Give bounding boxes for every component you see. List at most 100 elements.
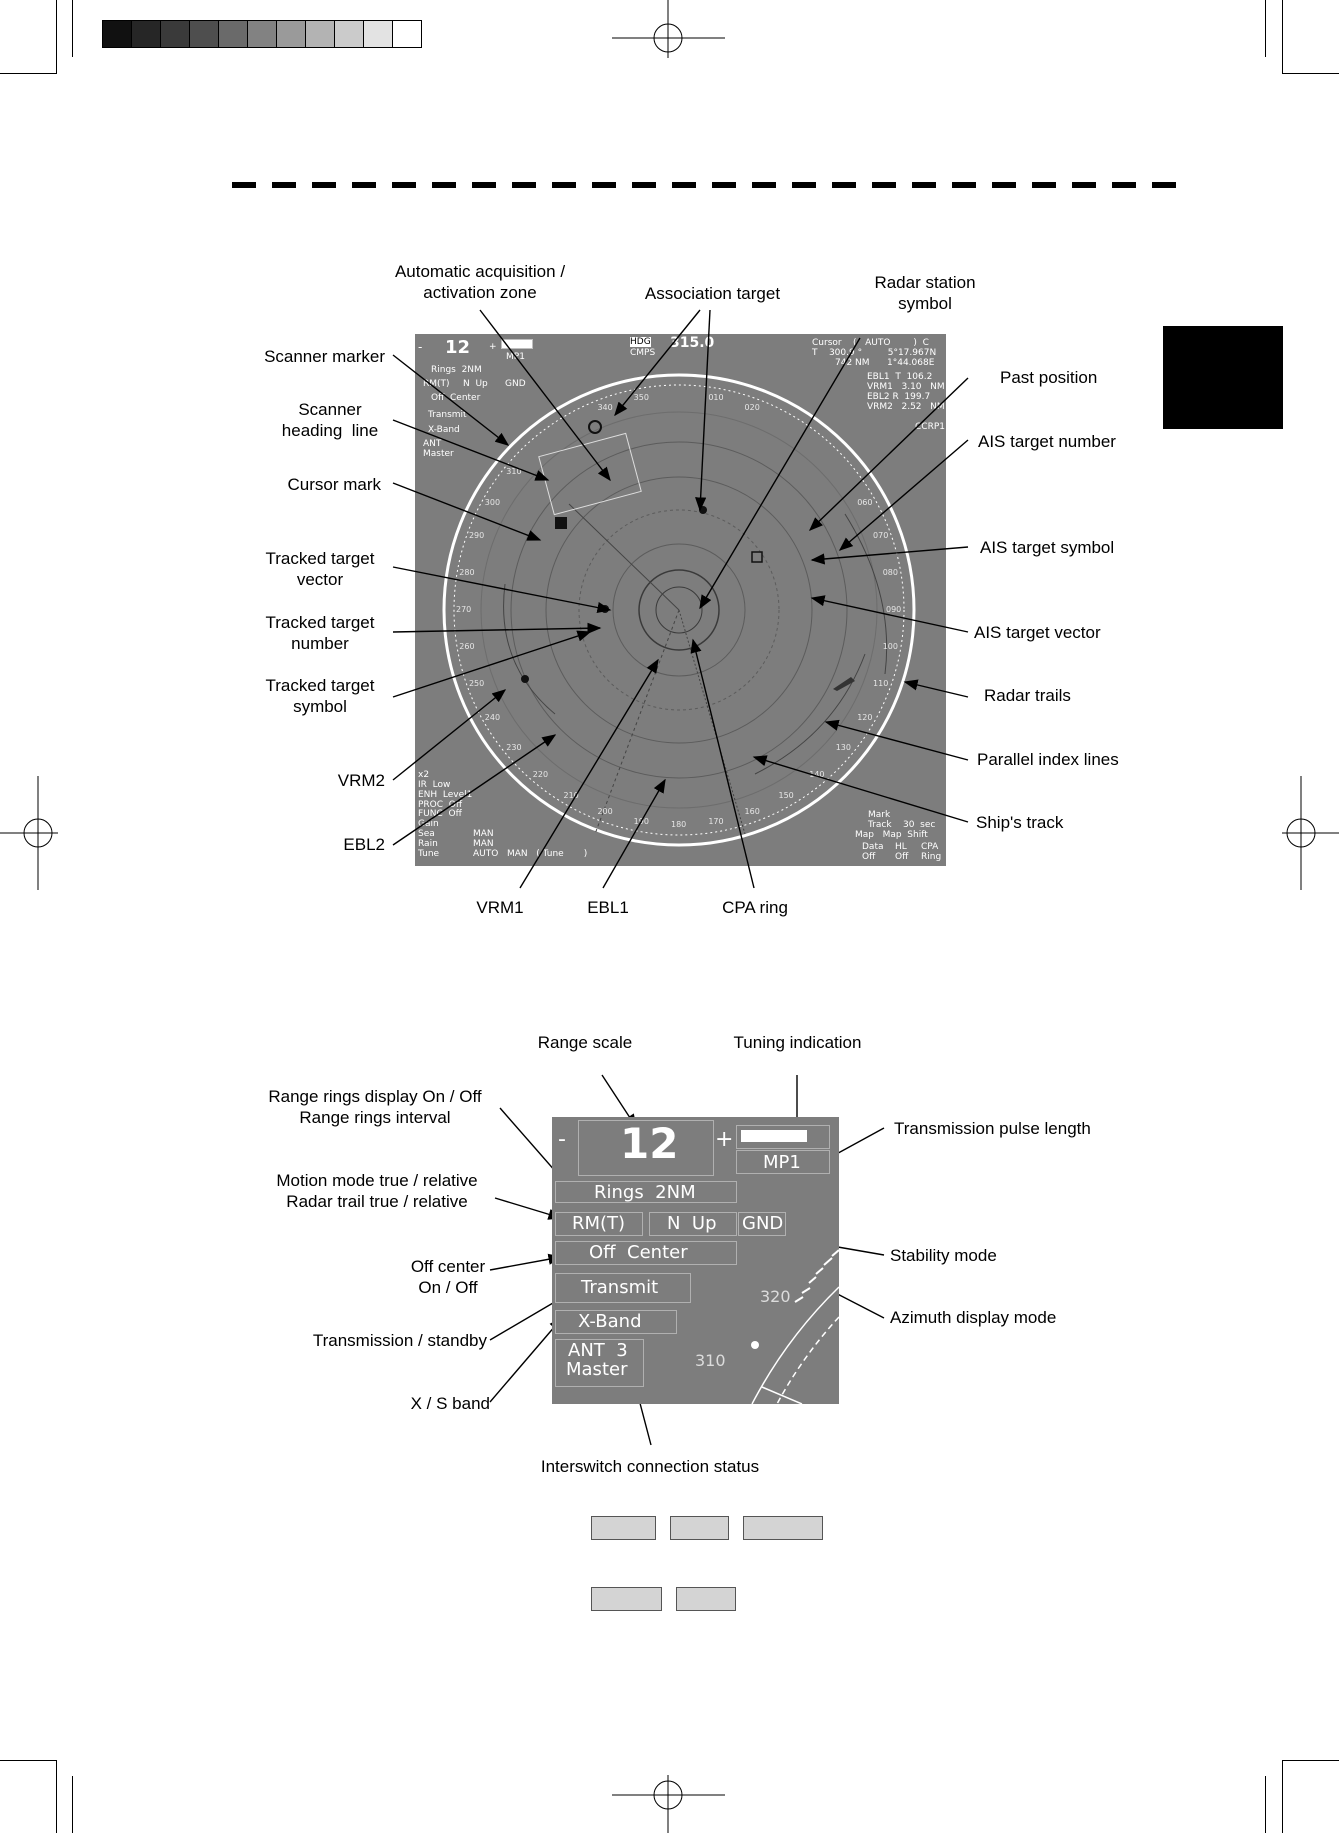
- bearing-label: 220: [532, 769, 549, 779]
- key-blank-4: [591, 1587, 662, 1611]
- bearing-label: 180: [671, 820, 687, 829]
- stability-mode[interactable]: GND: [505, 379, 526, 389]
- zoom-range-minus[interactable]: -: [558, 1127, 566, 1152]
- gain[interactable]: Gain: [418, 819, 439, 829]
- cpa-ring-button[interactable]: CPA Ring: [921, 842, 942, 862]
- label-stability-mode: Stability mode: [890, 1246, 997, 1265]
- rain[interactable]: Rain: [418, 839, 438, 849]
- tuning-box: [736, 1125, 830, 1149]
- zoom-pulse-length[interactable]: MP1: [763, 1152, 801, 1173]
- gray-swatch: [305, 21, 334, 47]
- track-button[interactable]: Track 30 sec: [868, 820, 936, 830]
- label-ais-target-vector: AIS target vector: [974, 623, 1101, 642]
- gray-swatch: [103, 21, 131, 47]
- grayscale-bar: [102, 20, 422, 48]
- enh[interactable]: ENH Level1: [418, 790, 473, 800]
- chapter-tab: [1163, 326, 1283, 429]
- mark-button[interactable]: Mark: [868, 810, 891, 820]
- zoom-azimuth-mode[interactable]: N Up: [667, 1213, 717, 1234]
- gray-swatch: [392, 21, 421, 47]
- label-vrm2: VRM2: [337, 771, 385, 790]
- label-off-center: Off center On / Off: [410, 1257, 486, 1297]
- zoom-off-center[interactable]: Off Center: [589, 1242, 688, 1263]
- gray-swatch: [189, 21, 218, 47]
- label-radar-station-symbol: Radar station symbol: [874, 273, 976, 313]
- label-cpa-ring: CPA ring: [722, 898, 788, 917]
- label-tuning-indication: Tuning indication: [733, 1033, 862, 1052]
- zoom-transmit[interactable]: Transmit: [581, 1277, 659, 1298]
- tune[interactable]: Tune: [418, 849, 440, 859]
- zoom-ant-line1[interactable]: ANT 3: [568, 1340, 628, 1361]
- hdg-label: HDG: [630, 337, 651, 347]
- label-tracked-target-number: Tracked target number: [265, 613, 375, 653]
- cursor-header[interactable]: Cursor ( AUTO ) C: [812, 338, 929, 348]
- ant-status[interactable]: ANT Master: [423, 439, 454, 459]
- label-motion-mode: Motion mode true / relative Radar trail …: [276, 1171, 478, 1211]
- label-xs-band: X / S band: [410, 1394, 490, 1413]
- range-rings[interactable]: Rings 2NM: [431, 365, 482, 375]
- label-vrm1: VRM1: [476, 898, 524, 917]
- azimuth-mode[interactable]: N Up: [463, 379, 488, 389]
- bearing-label: 150: [778, 791, 794, 801]
- range-scale[interactable]: 12: [445, 337, 471, 358]
- bearing-label: 130: [835, 743, 851, 753]
- range-minus[interactable]: -: [418, 340, 423, 354]
- band-box: [555, 1310, 677, 1334]
- label-radar-trails: Radar trails: [984, 686, 1071, 705]
- gray-swatch: [334, 21, 363, 47]
- zoom-ant-line2[interactable]: Master: [566, 1359, 628, 1380]
- label-ais-target-number: AIS target number: [978, 432, 1116, 451]
- label-past-position: Past position: [1000, 368, 1098, 387]
- transmit-status[interactable]: Transmit: [428, 410, 467, 420]
- tuning-indication-bar: [741, 1130, 807, 1142]
- func[interactable]: FUNC Off: [418, 809, 462, 819]
- bearing-label: 310: [506, 466, 522, 476]
- label-tracked-target-symbol: Tracked target symbol: [265, 676, 375, 716]
- tune-mode[interactable]: MAN ( Tune ): [507, 849, 588, 859]
- gray-swatch: [131, 21, 160, 47]
- data-off-button[interactable]: Data Off: [862, 842, 884, 862]
- bearing-label: 120: [857, 712, 873, 722]
- label-range-scale: Range scale: [537, 1033, 633, 1052]
- key-blank-3: [743, 1516, 823, 1540]
- motion-box: [555, 1212, 643, 1236]
- label-ais-target-symbol: AIS target symbol: [980, 538, 1115, 557]
- label-association-target: Association target: [644, 284, 781, 303]
- proc[interactable]: PROC Off: [418, 800, 463, 810]
- ccrp[interactable]: CCRP1: [915, 422, 945, 432]
- ebl1-value[interactable]: EBL1 T 106.2: [867, 372, 933, 382]
- label-ebl1: EBL1: [587, 898, 629, 917]
- ir[interactable]: IR Low: [418, 780, 451, 790]
- x2[interactable]: x2: [418, 770, 430, 780]
- label-scanner-marker: Scanner marker: [264, 347, 385, 366]
- tuning-bar: [501, 339, 533, 349]
- bearing-label: 010: [708, 393, 724, 403]
- label-scanner-heading-line: Scanner heading line: [281, 400, 379, 440]
- zoom-range-scale[interactable]: 12: [620, 1119, 679, 1168]
- off-center[interactable]: Off Center: [431, 393, 481, 403]
- zoom-range-plus[interactable]: +: [715, 1127, 734, 1152]
- motion-mode[interactable]: RM(T): [423, 379, 450, 389]
- pulse-box: [736, 1150, 830, 1174]
- sea[interactable]: Sea: [418, 829, 435, 839]
- range-plus[interactable]: +: [489, 342, 497, 352]
- hl-off-button[interactable]: HL Off: [895, 842, 909, 862]
- bearing-label: 240: [484, 712, 501, 722]
- zoom-range-rings[interactable]: Rings 2NM: [594, 1182, 696, 1203]
- zoom-stability-mode[interactable]: GND: [742, 1213, 784, 1234]
- hdg-source: CMPS: [630, 348, 656, 358]
- ebl2-value[interactable]: EBL2 R 199.7: [867, 392, 931, 402]
- bearing-label: 060: [857, 497, 873, 507]
- cursor-lon: 1°44.068E: [887, 358, 935, 368]
- transmit-box: [555, 1273, 691, 1303]
- bearing-label: 020: [744, 402, 760, 412]
- label-auto-acq-zone: Automatic acquisition / activation zone: [394, 262, 566, 302]
- map-button[interactable]: Map Map Shift: [855, 830, 928, 840]
- hdg-value: 315.0: [670, 335, 715, 351]
- zoom-motion-mode[interactable]: RM(T): [572, 1213, 626, 1234]
- band[interactable]: X-Band: [428, 425, 460, 435]
- vrm1-value[interactable]: VRM1 3.10 NM: [867, 382, 945, 392]
- zoom-band[interactable]: X-Band: [578, 1311, 642, 1332]
- bearing-label: 300: [484, 497, 501, 507]
- bearing-label: 070: [873, 531, 889, 541]
